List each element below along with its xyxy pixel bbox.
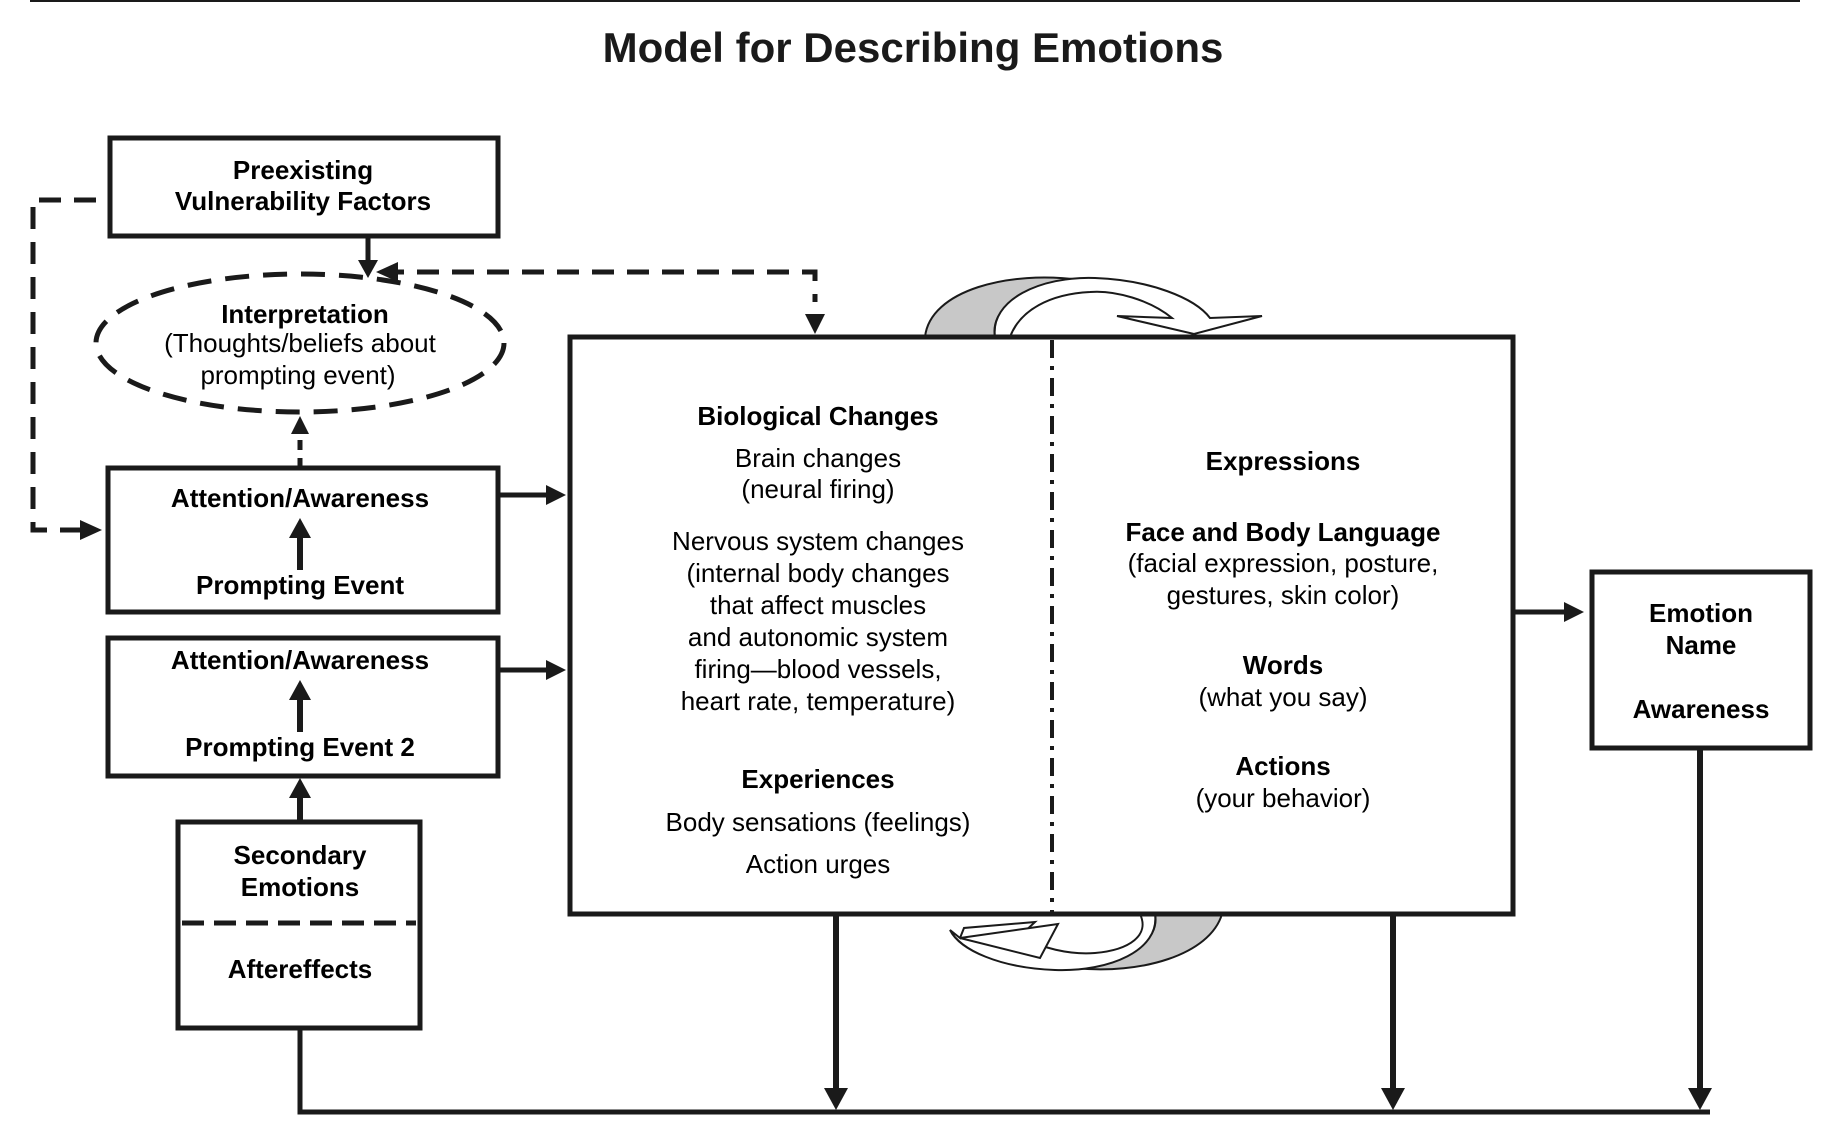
face-body-line-1: (facial expression, posture, (1128, 548, 1439, 578)
brain-changes-line-2: (neural firing) (741, 474, 894, 504)
preexisting-label-2: Vulnerability Factors (175, 186, 431, 216)
attention-1-inner-arrowhead (289, 518, 311, 538)
words-sub: (what you say) (1198, 682, 1367, 712)
experiences-heading: Experiences (741, 764, 894, 794)
attention-1-top-label: Attention/Awareness (171, 483, 429, 513)
preexisting-box (107, 135, 501, 239)
nervous-line-3: that affect muscles (710, 590, 926, 620)
nervous-line-4: and autonomic system (688, 622, 948, 652)
attention-1-to-central-arrowhead (546, 485, 566, 505)
central-right-down-arrowhead (1381, 1088, 1405, 1110)
actions-heading: Actions (1235, 751, 1330, 781)
bottom-cycle-arrow (949, 913, 1157, 972)
attention-2-to-central-arrowhead (546, 660, 566, 680)
dashed-link-left-arrowhead (376, 262, 398, 282)
nervous-line-6: heart rate, temperature) (681, 686, 956, 716)
attention-2-top-label: Attention/Awareness (171, 645, 429, 675)
preexisting-to-attention-dashed-line (30, 197, 96, 533)
secondary-label-2: Emotions (241, 872, 359, 902)
preexisting-to-attention-arrowhead (80, 520, 102, 540)
emotion-name-box (1589, 569, 1813, 751)
body-sensations-text: Body sensations (feelings) (666, 807, 971, 837)
nervous-line-2: (internal body changes (686, 558, 949, 588)
emotion-name-line-1: Emotion (1649, 598, 1753, 628)
bottom-cycle-arrowhead (959, 922, 1060, 960)
aftereffects-label: Aftereffects (228, 954, 373, 984)
central-to-emotion-arrowhead (1564, 602, 1584, 622)
preexisting-to-interpretation-arrowhead (358, 260, 378, 278)
attention-to-interpretation-arrowhead (291, 416, 309, 434)
nervous-line-5: firing—blood vessels, (694, 654, 941, 684)
action-urges-text: Action urges (746, 849, 891, 879)
bottom-feedback-line (297, 1028, 1710, 1115)
words-heading: Words (1243, 650, 1323, 680)
emotion-name-line-2: Name (1666, 630, 1737, 660)
central-left-down-arrowhead (824, 1088, 848, 1110)
emotion-name-down-arrowhead (1688, 1088, 1712, 1110)
nervous-line-1: Nervous system changes (672, 526, 964, 556)
face-body-heading: Face and Body Language (1126, 517, 1441, 547)
interpretation-line-2: prompting event) (200, 360, 395, 390)
dashed-link-down-arrowhead (805, 314, 825, 334)
brain-changes-line-1: Brain changes (735, 443, 901, 473)
preexisting-label-1: Preexisting (233, 155, 373, 185)
interpretation-heading: Interpretation (221, 299, 389, 329)
central-box (567, 334, 1516, 917)
actions-sub: (your behavior) (1196, 783, 1371, 813)
secondary-label-1: Secondary (234, 840, 367, 870)
interpretation-ellipse (93, 271, 507, 415)
face-body-line-2: gestures, skin color) (1167, 580, 1400, 610)
attention-2-inner-arrowhead (289, 680, 311, 700)
diagram-title: Model for Describing Emotions (603, 24, 1224, 71)
attention-2-bottom-label: Prompting Event 2 (185, 732, 415, 762)
attention-1-bottom-label: Prompting Event (196, 570, 404, 600)
top-cycle-arrow (993, 276, 1263, 338)
expressions-heading: Expressions (1206, 446, 1361, 476)
emotion-awareness-label: Awareness (1633, 694, 1770, 724)
biological-heading: Biological Changes (697, 401, 938, 431)
interpretation-line-1: (Thoughts/beliefs about (164, 328, 437, 358)
secondary-to-attention-2-arrowhead (289, 778, 311, 798)
interpretation-central-dashed-link (382, 269, 818, 302)
